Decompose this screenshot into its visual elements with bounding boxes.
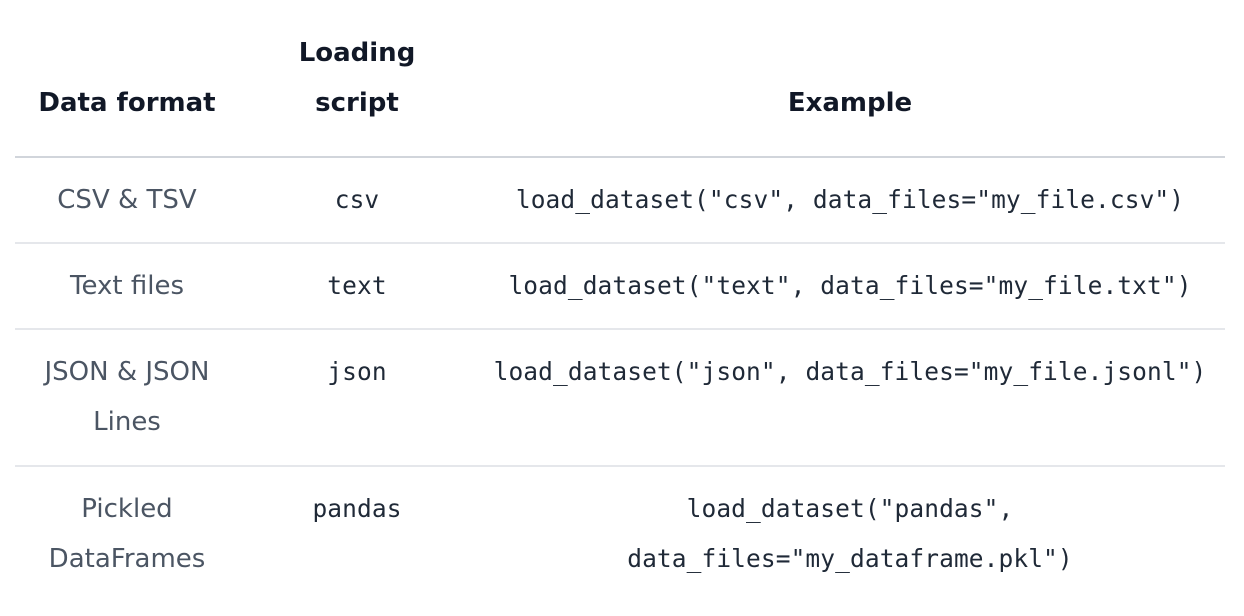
table-row: Text files text load_dataset("text", dat… [15,244,1225,330]
data-format-text: Text files [70,261,184,311]
example-cell: load_dataset("csv", data_files="my_file.… [475,158,1225,242]
data-format-line: DataFrames [48,544,206,574]
loading-script-code: text [327,271,387,300]
example-code: load_dataset("pandas", data_files="my_da… [627,484,1073,584]
data-format-text: CSV & TSV [57,175,196,225]
header-loading-script: Loading script [239,0,475,156]
data-format-line: Text files [70,271,184,301]
example-code: load_dataset("json", data_files="my_file… [494,347,1207,397]
header-data-format: Data format [15,0,239,156]
data-format-line: JSON & JSON [44,357,210,387]
table-header-row: Data format Loading script Example [15,0,1225,158]
loading-script-cell: text [239,244,475,328]
header-loading-script-line1: Loading [298,38,416,68]
header-loading-script-line2: script [315,88,399,118]
data-format-line: Lines [93,407,161,437]
loading-script-code: json [327,357,387,386]
data-format-cell: JSON & JSON Lines [15,330,239,465]
data-format-cell: CSV & TSV [15,158,239,242]
example-code-line: load_dataset("csv", data_files="my_file.… [515,185,1185,214]
header-example: Example [475,0,1225,156]
example-code-line: load_dataset("json", data_files="my_file… [493,357,1207,386]
table-row: CSV & TSV csv load_dataset("csv", data_f… [15,158,1225,244]
example-cell: load_dataset("text", data_files="my_file… [475,244,1225,328]
data-format-line: Pickled [81,494,173,524]
header-loading-script-label: Loading script [299,28,416,128]
example-code-line: load_dataset("pandas", [686,494,1014,523]
data-format-cell: Pickled DataFrames [15,467,239,616]
example-code-line: data_files="my_dataframe.pkl") [627,544,1073,573]
example-code: load_dataset("text", data_files="my_file… [508,261,1191,311]
loading-script-cell: json [239,330,475,465]
example-cell: load_dataset("json", data_files="my_file… [475,330,1225,465]
table-row: Pickled DataFrames pandas load_dataset("… [15,467,1225,616]
data-format-line: CSV & TSV [57,185,197,215]
data-formats-table: Data format Loading script Example CSV &… [15,0,1225,616]
example-cell: load_dataset("pandas", data_files="my_da… [475,467,1225,616]
data-format-cell: Text files [15,244,239,328]
data-format-text: JSON & JSON Lines [45,347,210,447]
loading-script-cell: csv [239,158,475,242]
loading-script-code: csv [334,185,380,214]
loading-script-cell: pandas [239,467,475,616]
example-code-line: load_dataset("text", data_files="my_file… [508,271,1192,300]
header-data-format-label: Data format [38,88,216,118]
example-code: load_dataset("csv", data_files="my_file.… [516,175,1184,225]
data-format-text: Pickled DataFrames [49,484,206,584]
table-row: JSON & JSON Lines json load_dataset("jso… [15,330,1225,467]
header-example-label: Example [787,88,913,118]
loading-script-code: pandas [312,494,402,523]
